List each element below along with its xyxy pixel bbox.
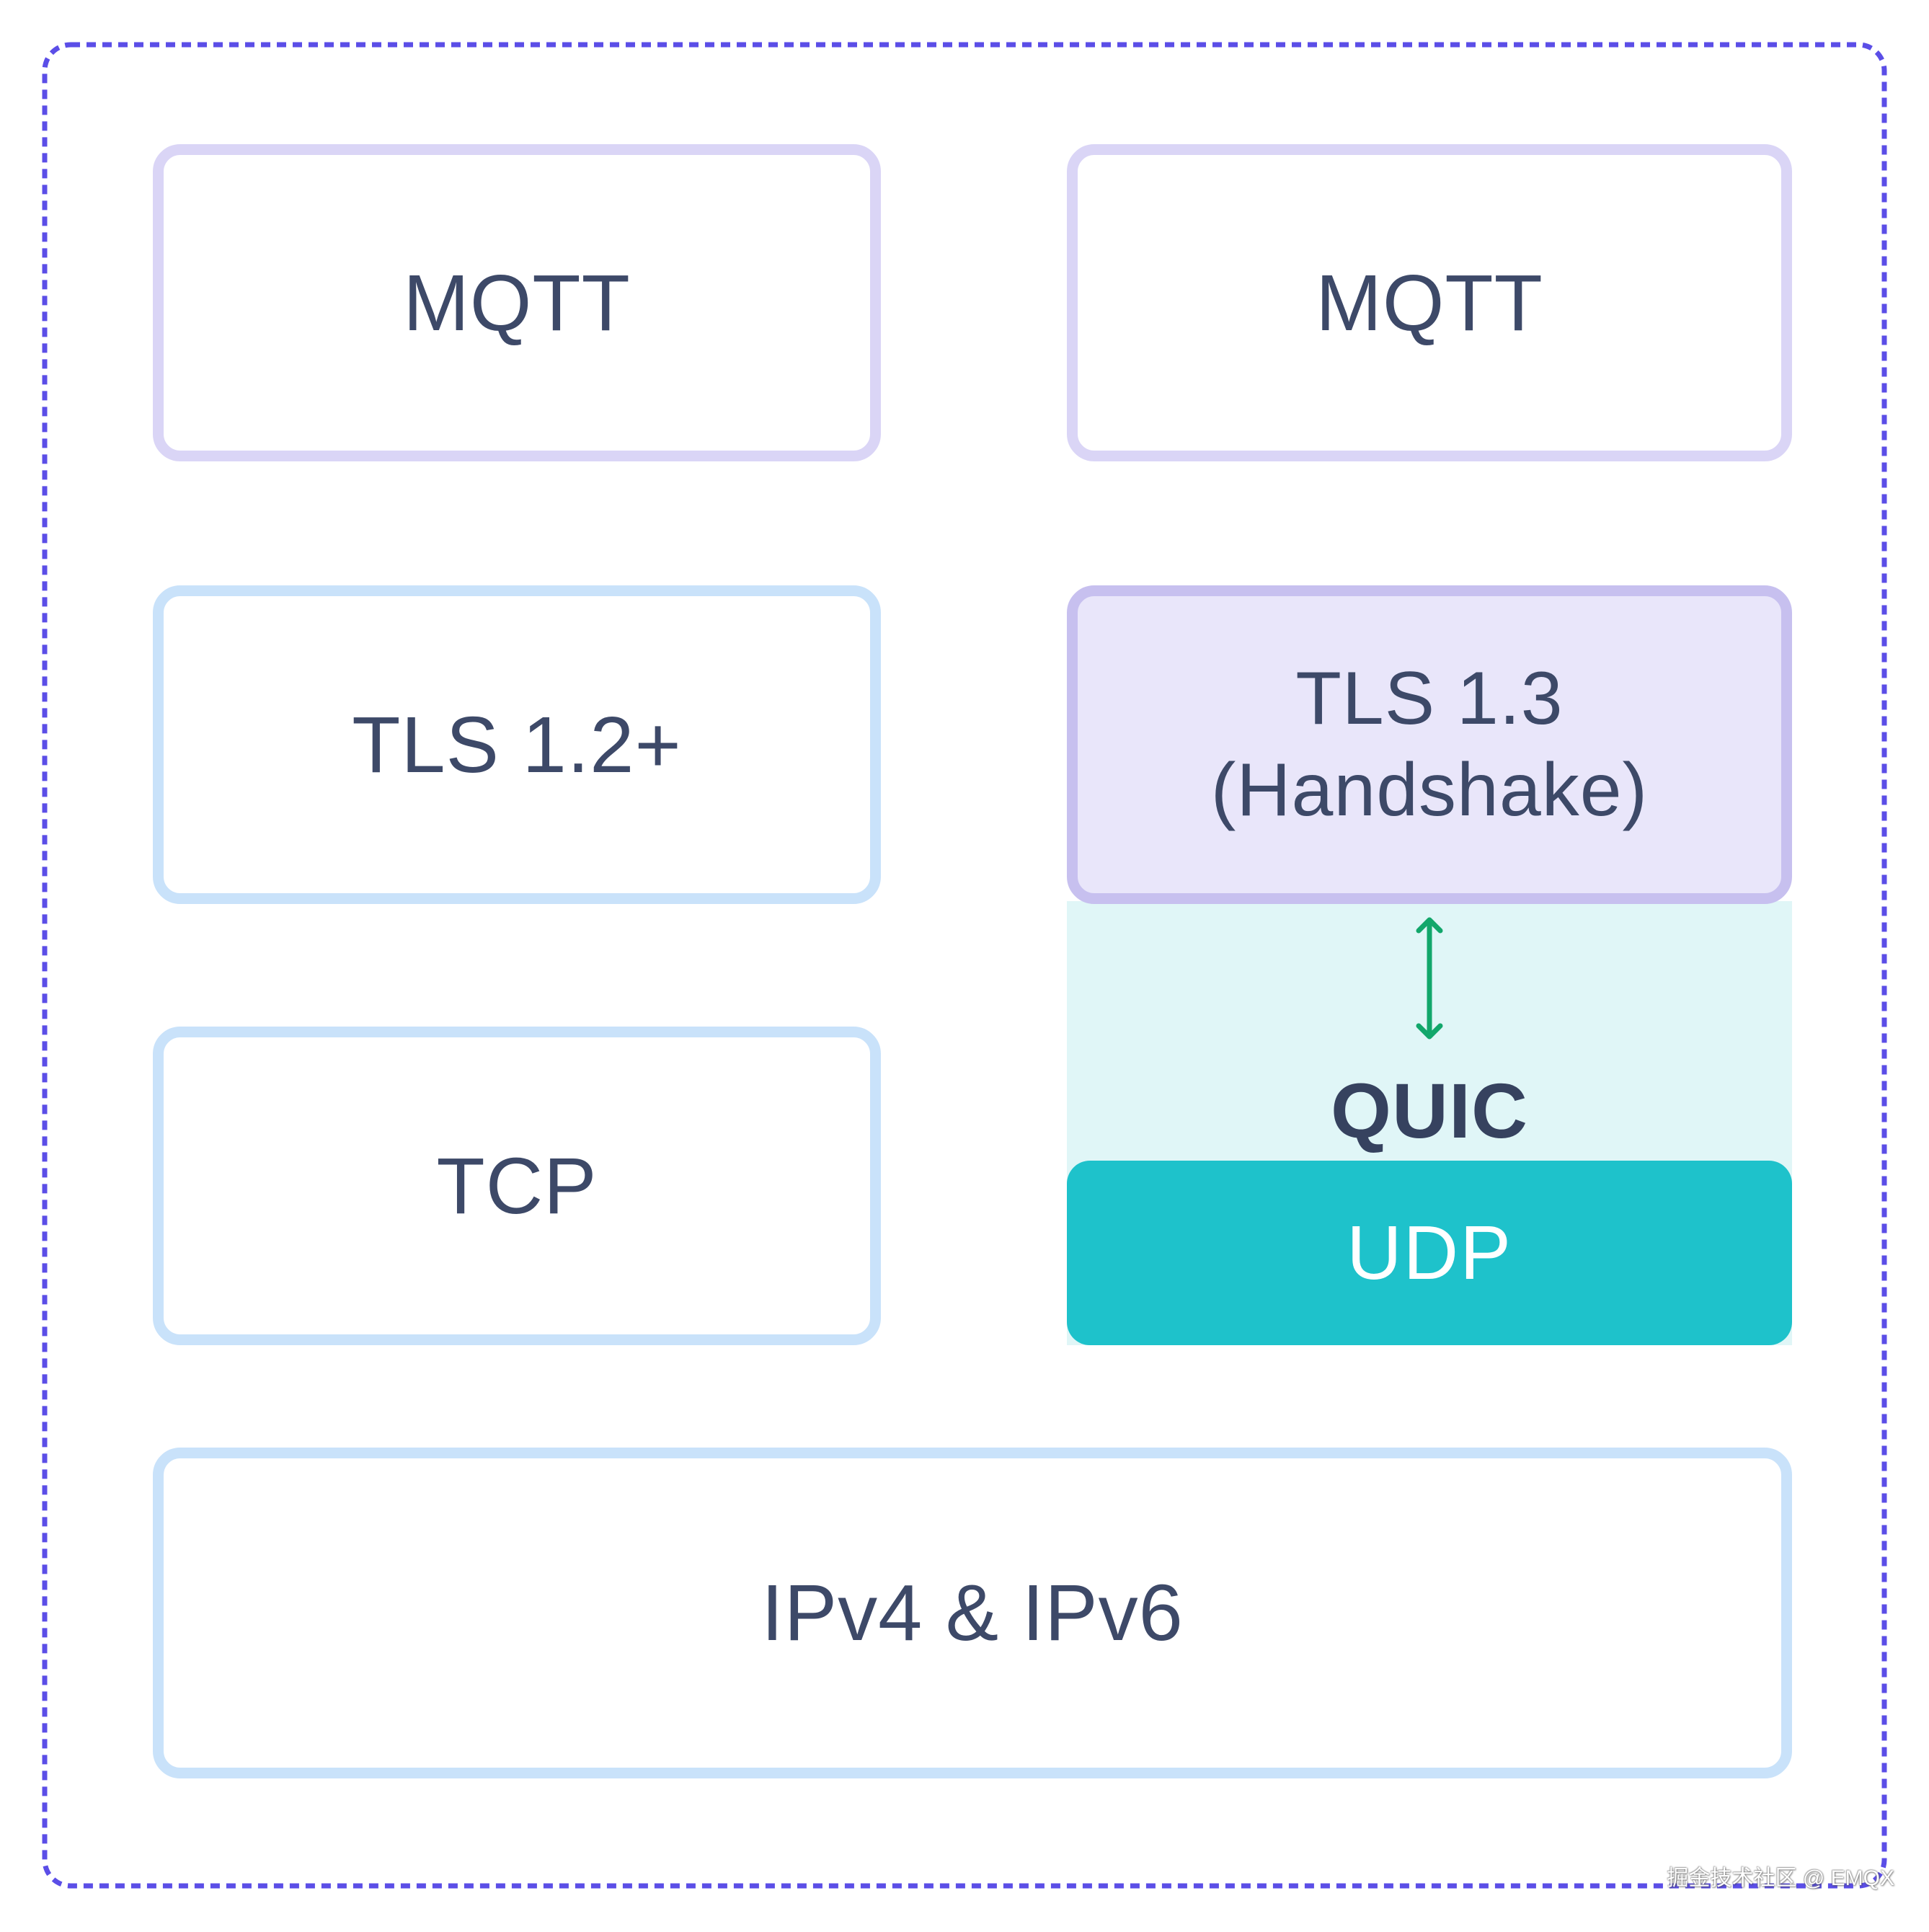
tls13-label-line2: (Handshake) [1210,748,1649,832]
mqtt-over-quic-label: MQTT [1316,258,1543,347]
ip-layer-label: IPv4 & IPv6 [761,1569,1184,1657]
mqtt-over-tcp-box: MQTT [153,144,881,461]
tls12-box: TLS 1.2+ [153,585,881,904]
quic-label: QUIC [1331,1067,1528,1154]
ip-layer-box: IPv4 & IPv6 [153,1448,1792,1778]
mqtt-over-quic-box: MQTT [1067,144,1792,461]
tls13-label-line1: TLS 1.3 [1295,657,1564,741]
udp-label: UDP [1347,1210,1512,1295]
tls13-handshake-box: TLS 1.3 (Handshake) [1067,585,1792,904]
tcp-label: TCP [436,1141,598,1231]
mqtt-over-tcp-label: MQTT [403,258,631,347]
bidirectional-arrow-icon [1416,917,1443,1040]
tls12-label: TLS 1.2+ [352,700,682,789]
watermark: 掘金技术社区 @ EMQX [1667,1866,1894,1890]
udp-box: UDP [1067,1161,1792,1345]
tcp-box: TCP [153,1027,881,1345]
